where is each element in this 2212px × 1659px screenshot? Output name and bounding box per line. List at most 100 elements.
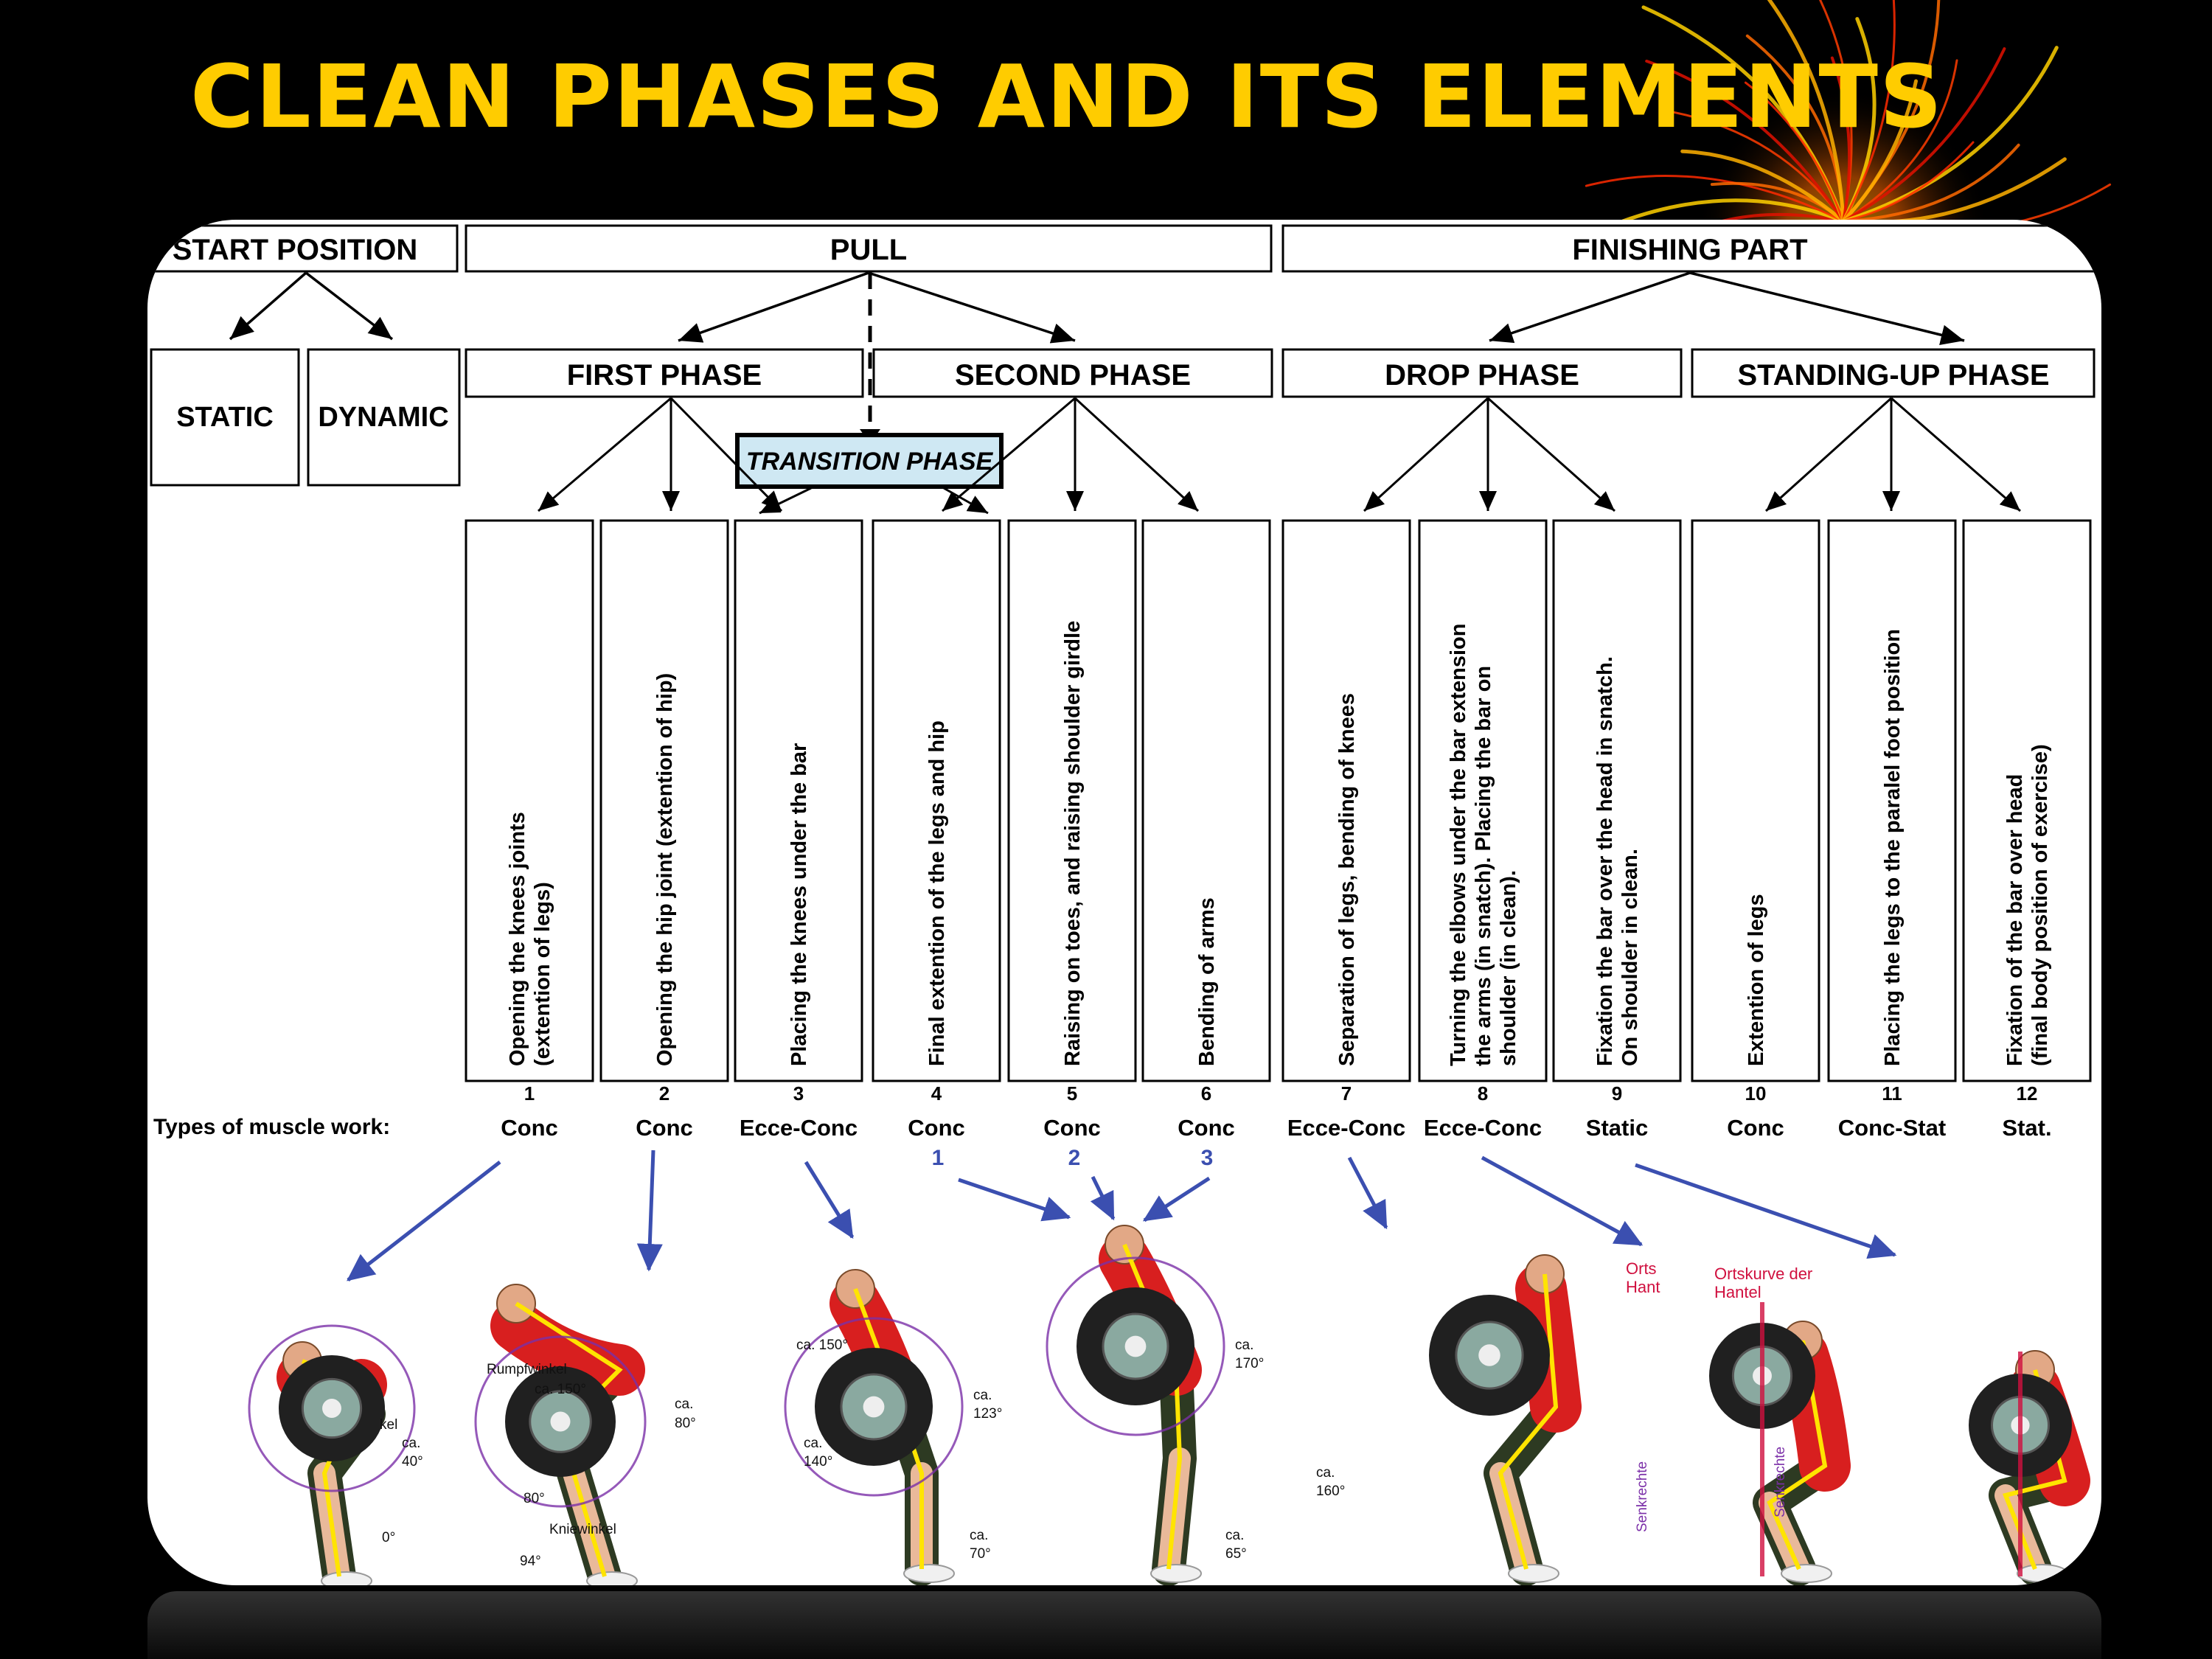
muscle-work-2: Conc (636, 1115, 693, 1141)
firework-ray (1842, 0, 1896, 223)
photo-annotation: Hant (1626, 1278, 1660, 1296)
panel-reflection (147, 1591, 2101, 1659)
element-description-line: (extention of legs) (531, 882, 554, 1066)
photo-annotation: 80° (675, 1416, 696, 1431)
firework-ray (1830, 56, 1851, 223)
photo-annotation: Orts (1626, 1259, 1657, 1278)
photo-annotation: ca. (402, 1436, 420, 1451)
element-description-9: Fixation the bar over the head in snatch… (1593, 656, 1642, 1066)
photo-annotation: Senkrechte (1635, 1461, 1650, 1532)
element-description-4: Final extention of the legs and hip (925, 720, 949, 1066)
lifter-shoe (903, 1564, 955, 1583)
lifter-torso (490, 1300, 645, 1396)
element-description-6: Bending of arms (1195, 897, 1219, 1066)
firework-ray (1744, 81, 1845, 223)
barbell-sleeve (550, 1411, 571, 1432)
photo-annotation: 70° (970, 1546, 991, 1562)
firework-ray (1841, 79, 1918, 223)
static-box (150, 348, 300, 487)
photo-annotation: kel (380, 1417, 397, 1433)
firework-ray (1841, 46, 2059, 223)
muscle-work-12: Stat. (2002, 1115, 2051, 1141)
muscle-work-4: Conc (908, 1115, 965, 1141)
photo-annotation: 80° (524, 1491, 545, 1506)
element-number-8: 8 (1478, 1082, 1488, 1105)
pull-label: PULL (830, 234, 907, 266)
firework-ray (1842, 143, 2020, 223)
element-description-line: Turning the elbows under the bar extensi… (1447, 624, 1470, 1066)
element-description-3: Placing the knees under the bar (787, 743, 811, 1066)
photo-annotation: ca. (973, 1388, 992, 1403)
start-position-box (153, 224, 459, 273)
clean-phases-diagram: START POSITION PULL FINISHING PART STATI… (150, 224, 2096, 1585)
muscle-work-label: Types of muscle work: (153, 1115, 390, 1139)
element-number-4: 4 (931, 1082, 942, 1105)
firework-ray (1585, 175, 1845, 223)
lifter-shoe (321, 1571, 372, 1585)
photo-annotation: ca. (1225, 1528, 1244, 1543)
photo-annotation: 140° (804, 1454, 832, 1470)
muscle-work-7: Ecce-Conc (1287, 1115, 1405, 1141)
photo-annotation: 0° (382, 1530, 395, 1545)
element-description-line: Fixation the bar over the head in snatch… (1593, 656, 1617, 1066)
photo-annotation: Ortskurve der (1714, 1265, 1812, 1283)
element-description-line: (final body position of exercise) (2028, 744, 2052, 1066)
element-box-7 (1281, 519, 1411, 1082)
muscle-work-8: Ecce-Conc (1424, 1115, 1542, 1141)
lifter-shoe (1508, 1564, 1559, 1583)
barbell-sleeve (1478, 1344, 1500, 1366)
lifter-photo-2 (474, 1284, 647, 1585)
phase-element-arrows (538, 397, 2021, 515)
photo-annotation: 65° (1225, 1546, 1247, 1562)
element-number-12: 12 (2017, 1082, 2038, 1105)
photo-annotation: ca. (1316, 1465, 1335, 1481)
element-description-8: Turning the elbows under the bar extensi… (1447, 624, 1520, 1066)
firework-ray (1621, 198, 1846, 223)
slide-title: CLEAN PHASES AND ITS ELEMENTS (190, 46, 1944, 147)
firework-ray (1767, 0, 1846, 223)
hierarchy-arrows (229, 271, 1965, 346)
lifter-shoe (586, 1571, 638, 1585)
element-description-line: Fixation of the bar over head (2003, 774, 2027, 1066)
element-box-2 (599, 519, 729, 1082)
element-box-9 (1552, 519, 1682, 1082)
angle-arc (1046, 1256, 1225, 1436)
element-description-7: Separation of legs, bending of knees (1335, 693, 1359, 1066)
photo-annotation: ca. (675, 1397, 693, 1412)
lifter-photo-7 (1969, 1350, 2090, 1585)
transition-phase-box (735, 433, 1004, 489)
photo-annotation: ca. (804, 1436, 822, 1451)
element-description-2: Opening the hip joint (extention of hip) (653, 673, 677, 1066)
first-phase-label: FIRST PHASE (567, 359, 762, 392)
photo-annotation: 170° (1235, 1356, 1264, 1371)
element-description-12: Fixation of the bar over head(final body… (2003, 744, 2052, 1066)
element-description-line: the arms (in snatch). Placing the bar on (1472, 666, 1495, 1066)
second-phase-box (872, 348, 1273, 398)
element-box-6 (1141, 519, 1271, 1082)
finishing-part-label: FINISHING PART (1572, 234, 1807, 266)
element-box-1 (465, 519, 594, 1082)
muscle-work-1: Conc (501, 1115, 558, 1141)
lifter-photo-3 (784, 1269, 964, 1585)
element-number-2: 2 (659, 1082, 669, 1105)
element-description-11: Placing the legs to the paralel foot pos… (1881, 629, 1905, 1066)
sub-number-2: 2 (1068, 1146, 1081, 1170)
standing-up-phase-box (1691, 348, 2096, 398)
element-box-3 (734, 519, 863, 1082)
lifter-shoe (1781, 1564, 1832, 1583)
element-columns: Opening the knees joints(extention of le… (465, 519, 2092, 1141)
photo-annotation: Senkrechte (1773, 1447, 1788, 1517)
photo-annotation: ca. (1235, 1338, 1253, 1353)
element-description-line: shoulder (in clean). (1497, 870, 1520, 1066)
angle-arc (248, 1324, 416, 1492)
second-phase-label: SECOND PHASE (955, 359, 1191, 392)
firework-ray (1842, 47, 2006, 223)
element-description-5: Raising on toes, and raising shoulder gi… (1061, 621, 1085, 1066)
dynamic-label: DYNAMIC (318, 402, 448, 433)
photo-annotation: 160° (1316, 1484, 1345, 1499)
transition-phase-label: TRANSITION PHASE (746, 448, 994, 476)
element-description-line: Bending of arms (1195, 897, 1219, 1066)
muscle-work-9: Static (1586, 1115, 1648, 1141)
element-number-7: 7 (1341, 1082, 1352, 1105)
